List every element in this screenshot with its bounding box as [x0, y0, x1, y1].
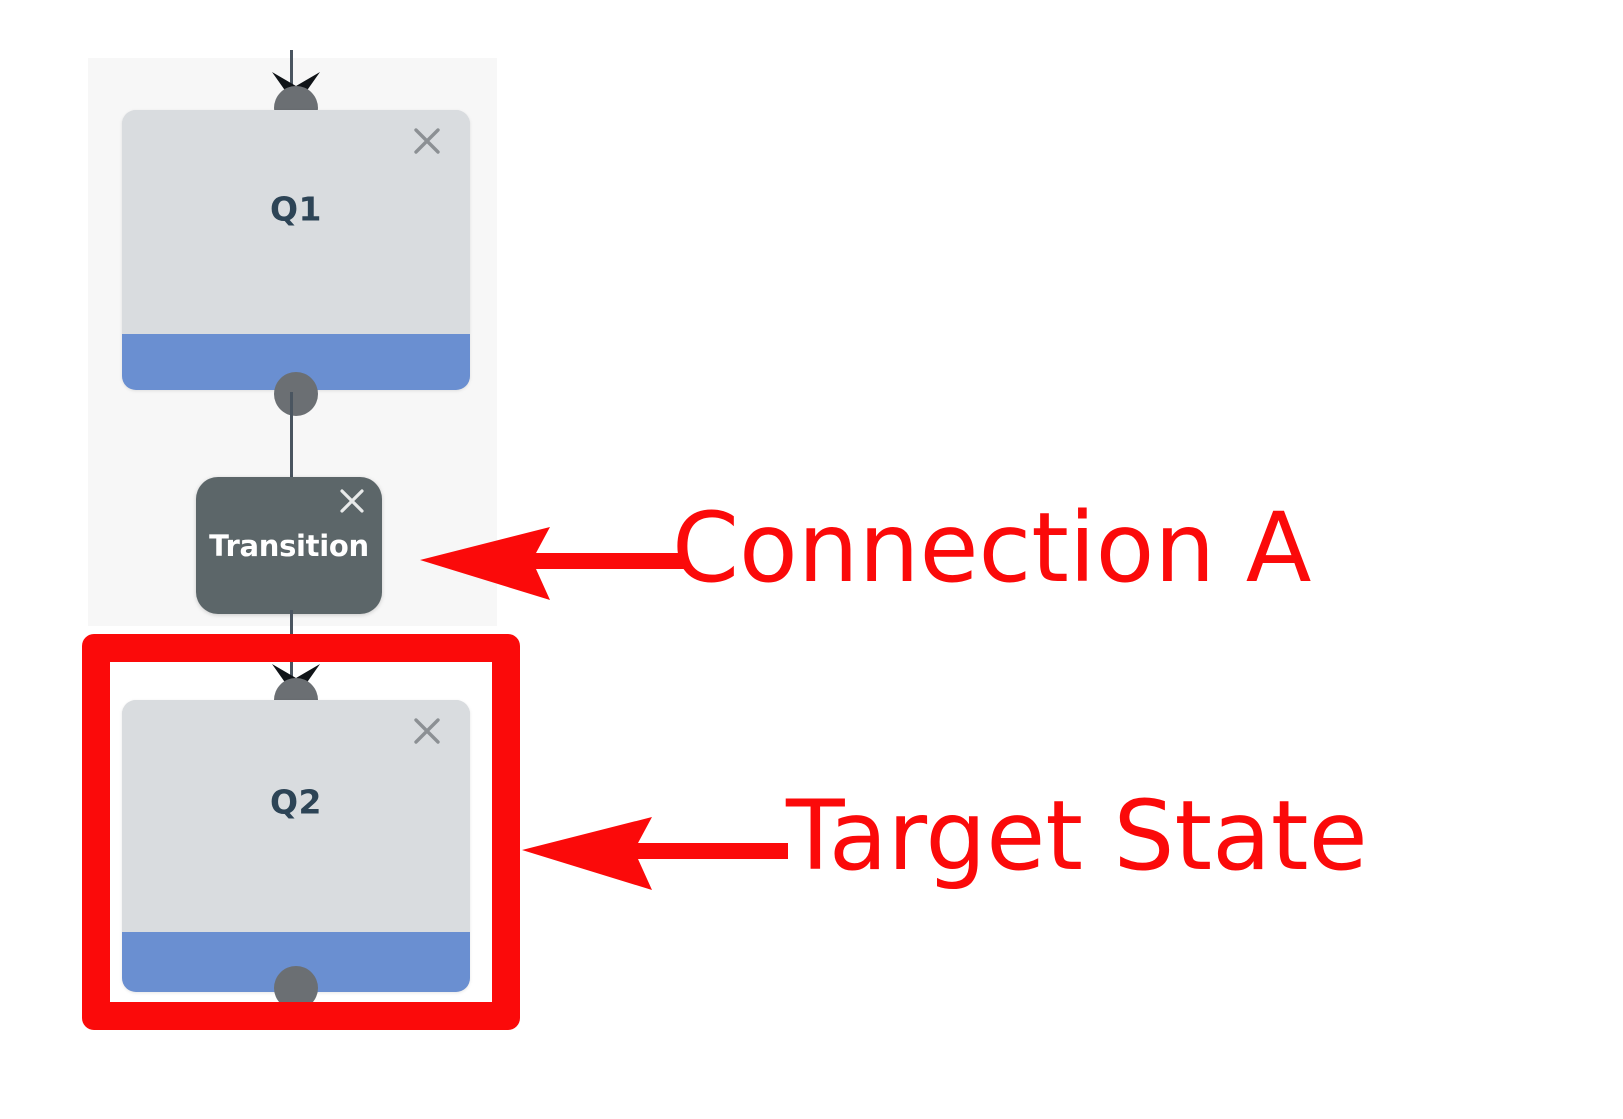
close-x-icon[interactable] [410, 124, 444, 158]
target-state-highlight-box [82, 634, 520, 1030]
state-node-q2[interactable]: Q2 [122, 700, 470, 992]
connector-line-q1-to-transition [290, 392, 293, 478]
q1-output-port[interactable] [274, 372, 318, 416]
connector-line-incoming [290, 50, 293, 100]
annotation-label-connection-a: Connection A [672, 492, 1312, 604]
annotation-arrow-target-state [520, 790, 790, 900]
state-node-q1-body: Q1 [122, 110, 470, 334]
transition-node[interactable]: Transition [196, 477, 382, 614]
state-node-q2-label: Q2 [269, 782, 322, 822]
state-node-q1-label: Q1 [269, 189, 322, 229]
annotation-arrow-connection-a [418, 500, 688, 610]
state-node-q1[interactable]: Q1 [122, 110, 470, 390]
state-node-q2-body: Q2 [122, 700, 470, 932]
transition-node-label: Transition [209, 528, 369, 563]
annotation-label-target-state: Target State [786, 780, 1368, 892]
close-x-icon[interactable] [410, 714, 444, 748]
close-x-icon[interactable] [336, 485, 368, 517]
